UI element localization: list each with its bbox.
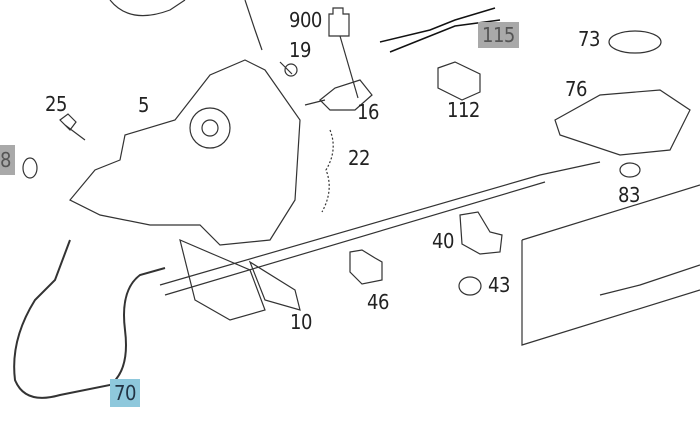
bracket-5 (69, 59, 301, 246)
bolt-25 (59, 113, 86, 141)
clip-40 (459, 211, 503, 255)
small-cable (599, 264, 700, 296)
part-label-83[interactable]: 83 (618, 183, 640, 207)
top-cable-loop (109, 0, 186, 17)
pedal-10 (179, 238, 301, 321)
part-label-40[interactable]: 40 (432, 229, 454, 253)
spring-22 (321, 129, 334, 213)
grommet-83 (619, 162, 641, 178)
box-outline (521, 184, 700, 346)
wire-harness-115 (379, 7, 501, 53)
mechanism-76 (554, 89, 691, 156)
part-label-16[interactable]: 16 (357, 100, 379, 124)
washer-8 (22, 157, 38, 179)
block-112 (437, 61, 481, 101)
part-label-25[interactable]: 25 (45, 92, 67, 116)
part-label-73[interactable]: 73 (578, 27, 600, 51)
plug-73 (608, 30, 662, 54)
main-cable (159, 161, 601, 296)
switch-16 (304, 79, 373, 111)
grommet-43 (458, 276, 482, 296)
part-label-70[interactable]: 70 (110, 379, 140, 407)
part-label-10[interactable]: 10 (290, 310, 312, 334)
top-rod (244, 0, 263, 51)
part-label-22[interactable]: 22 (348, 146, 370, 170)
part-label-5[interactable]: 5 (138, 93, 149, 117)
part-label-115[interactable]: 115 (478, 22, 519, 48)
part-label-112[interactable]: 112 (447, 98, 480, 122)
part-label-76[interactable]: 76 (565, 77, 587, 101)
part-label-43[interactable]: 43 (488, 273, 510, 297)
clip-46 (349, 249, 383, 285)
part-label-19[interactable]: 19 (289, 38, 311, 62)
screw-19 (279, 61, 298, 77)
connector-900 (328, 7, 350, 37)
part-label-900[interactable]: 900 (289, 8, 322, 32)
part-label-46[interactable]: 46 (367, 290, 389, 314)
part-label-8[interactable]: 8 (0, 145, 15, 175)
cable-70 (13, 239, 166, 399)
